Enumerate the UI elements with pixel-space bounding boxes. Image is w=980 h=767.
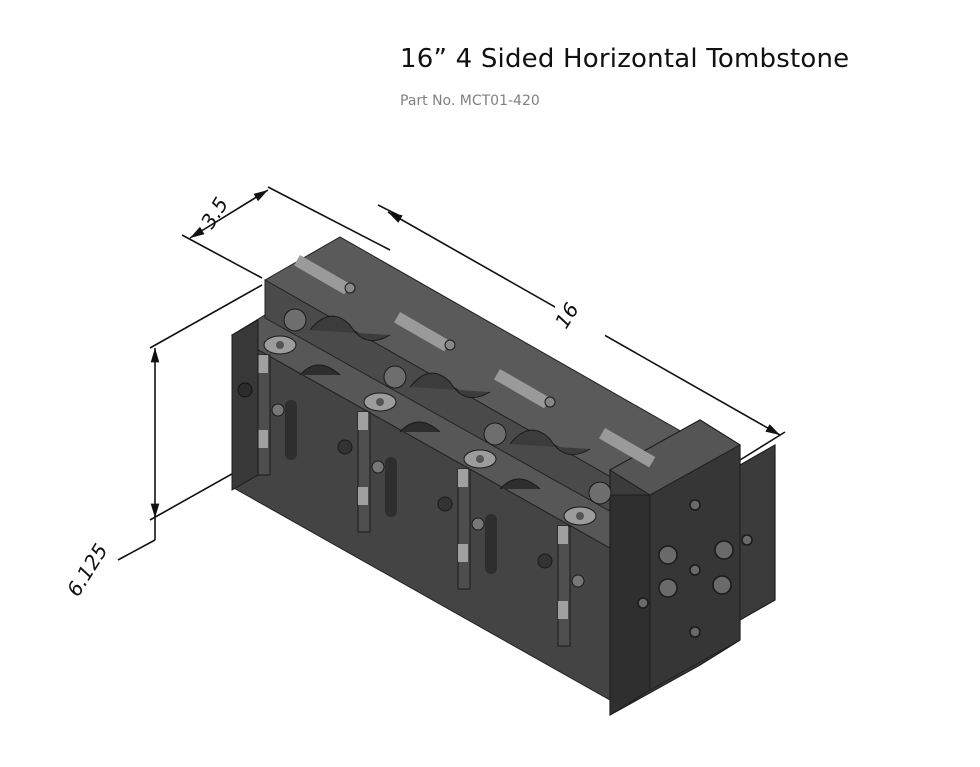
vise-modules-lower	[237, 335, 597, 647]
part-number: Part No. MCT01-420	[400, 93, 540, 109]
vise-modules-upper	[283, 255, 656, 505]
end-cap-holes	[637, 499, 753, 638]
dimension-height-label: 6.125	[62, 539, 113, 600]
tombstone-body	[231, 236, 776, 717]
dimension-height	[117, 284, 263, 561]
dimension-width-label: 3.5	[196, 193, 233, 233]
left-end-face	[231, 319, 259, 491]
product-title: 16” 4 Sided Horizontal Tombstone	[400, 44, 850, 74]
dimension-width	[181, 186, 391, 279]
